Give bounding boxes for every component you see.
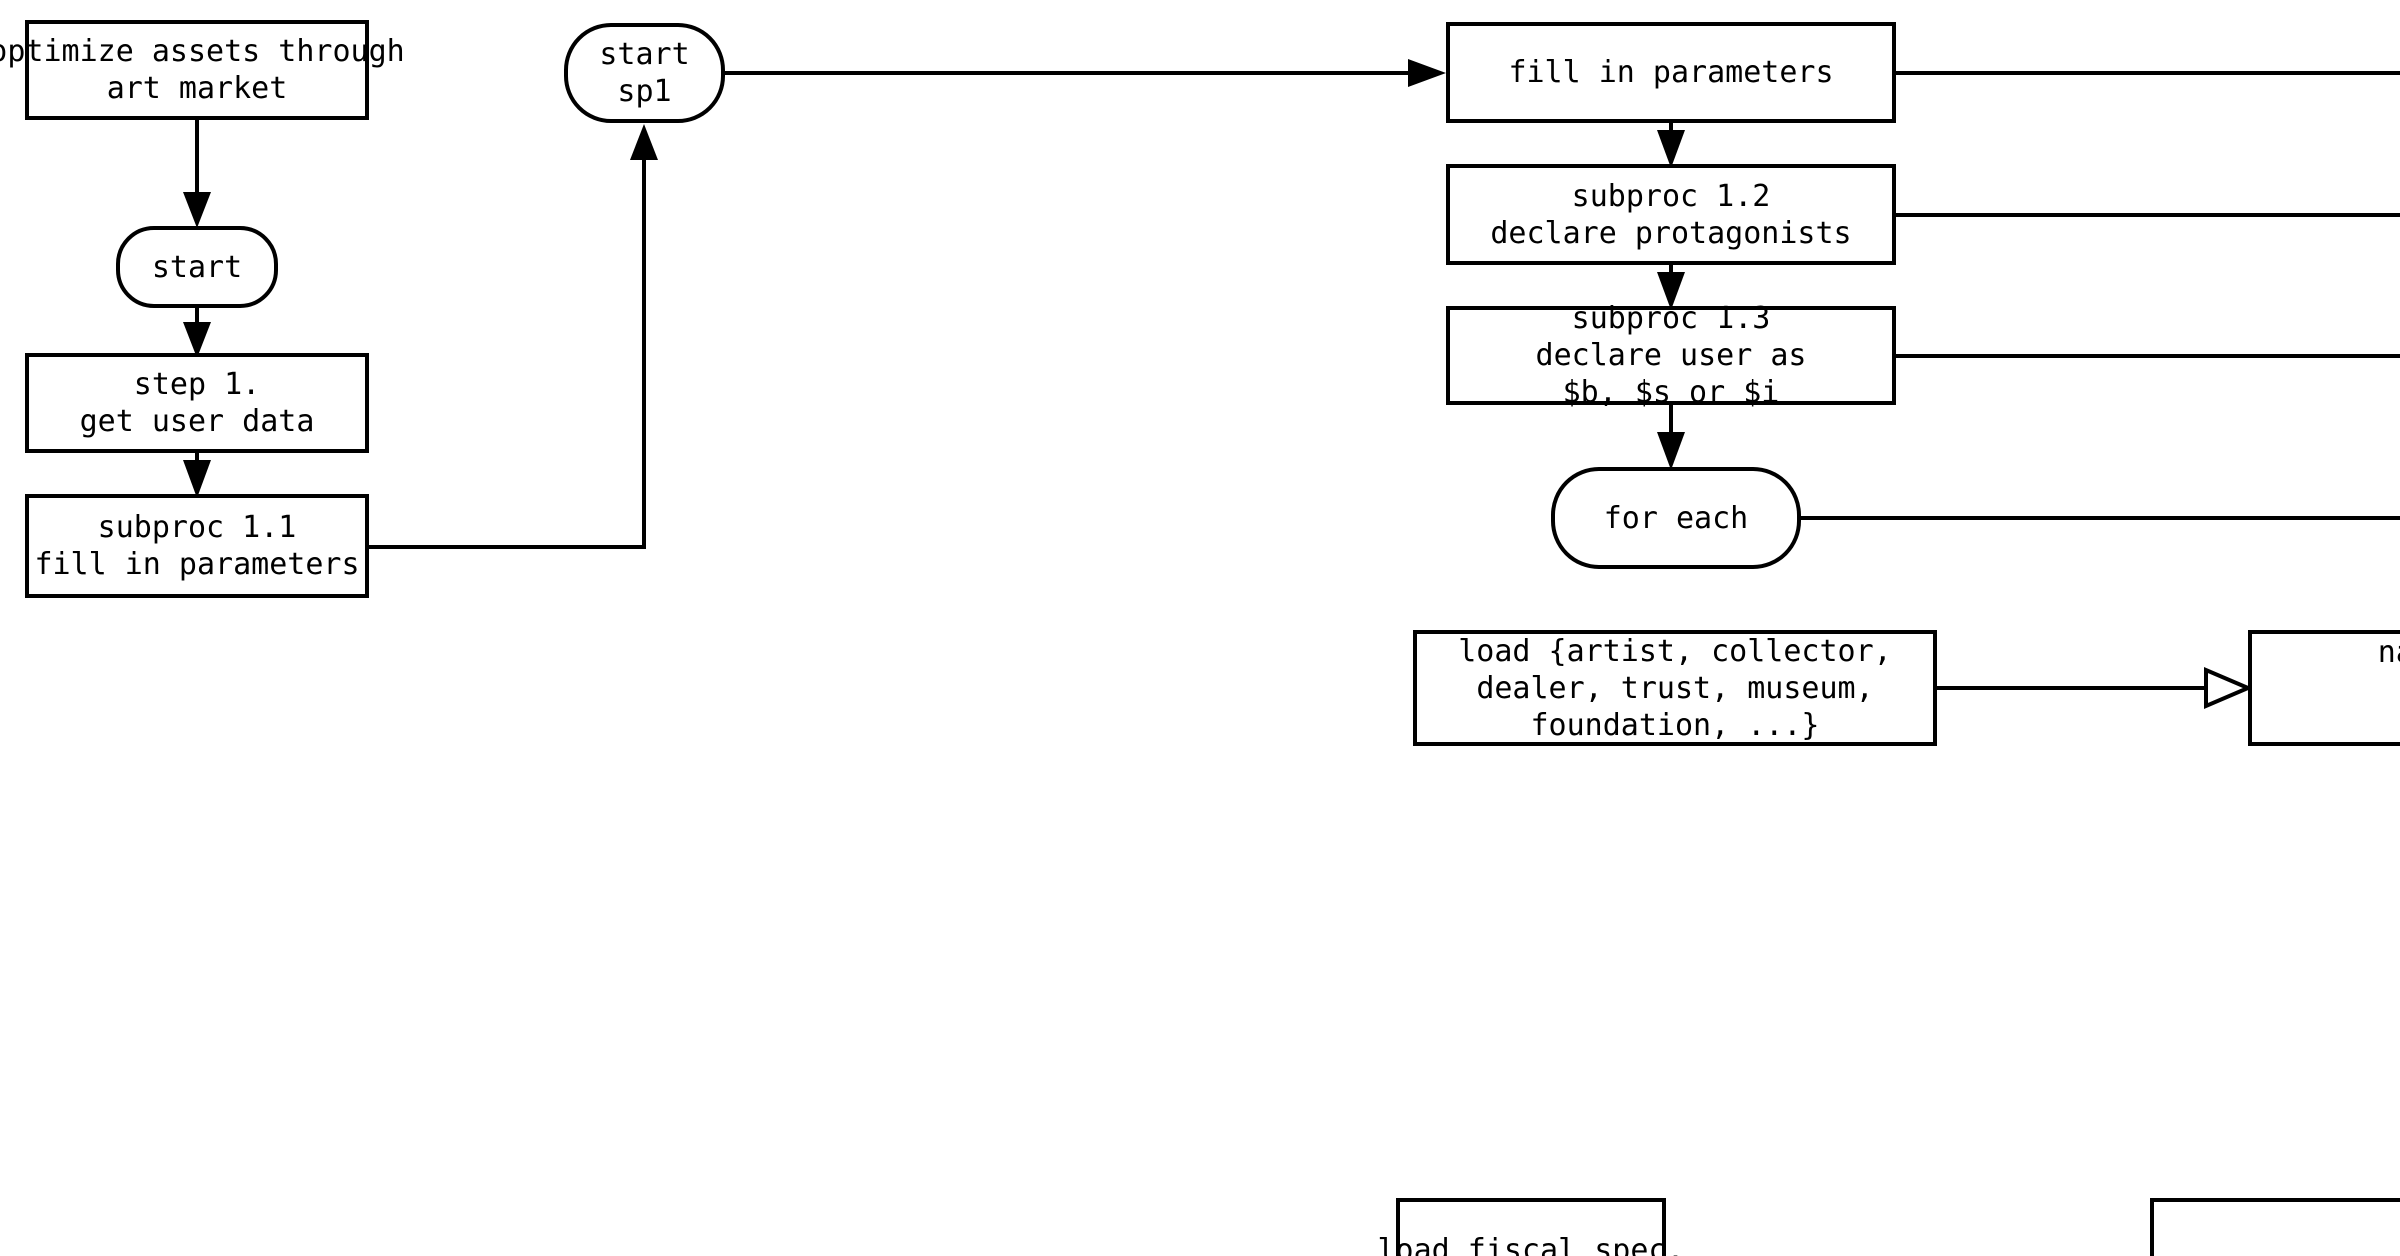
node-fill-in-parameters[interactable] (1446, 22, 1896, 123)
node-start-main[interactable] (116, 226, 278, 308)
arrowhead-start-to-step1 (183, 322, 211, 358)
node-nature-clipped[interactable] (2248, 630, 2400, 746)
arrowhead-fill-to-subproc12 (1657, 130, 1685, 168)
node-bottom-right-clipped[interactable] (2150, 1198, 2400, 1256)
arrowhead-subproc13-to-foreach (1657, 432, 1685, 470)
node-start-sp1[interactable] (564, 23, 725, 123)
node-subproc-1-3[interactable] (1446, 306, 1896, 405)
arrowhead-subproc11-to-startsp1 (630, 124, 658, 160)
arrowhead-subproc12-to-subproc13 (1657, 272, 1685, 310)
arrowhead-startsp1-to-fill (1408, 59, 1446, 87)
arrowhead-optimize-to-start (183, 192, 211, 228)
node-optimize-assets[interactable] (25, 20, 369, 120)
node-subproc-1-1[interactable] (25, 494, 369, 598)
node-load-fiscal[interactable] (1396, 1198, 1666, 1256)
node-subproc-1-2[interactable] (1446, 164, 1896, 265)
node-step-1[interactable] (25, 353, 369, 453)
arrowhead-step1-to-subproc11 (183, 460, 211, 498)
node-load-entities[interactable] (1413, 630, 1937, 746)
node-for-each[interactable] (1551, 467, 1801, 569)
edge-subproc11-to-startsp1 (367, 155, 646, 549)
arrowhead-loadentities-to-nature (2204, 666, 2254, 710)
